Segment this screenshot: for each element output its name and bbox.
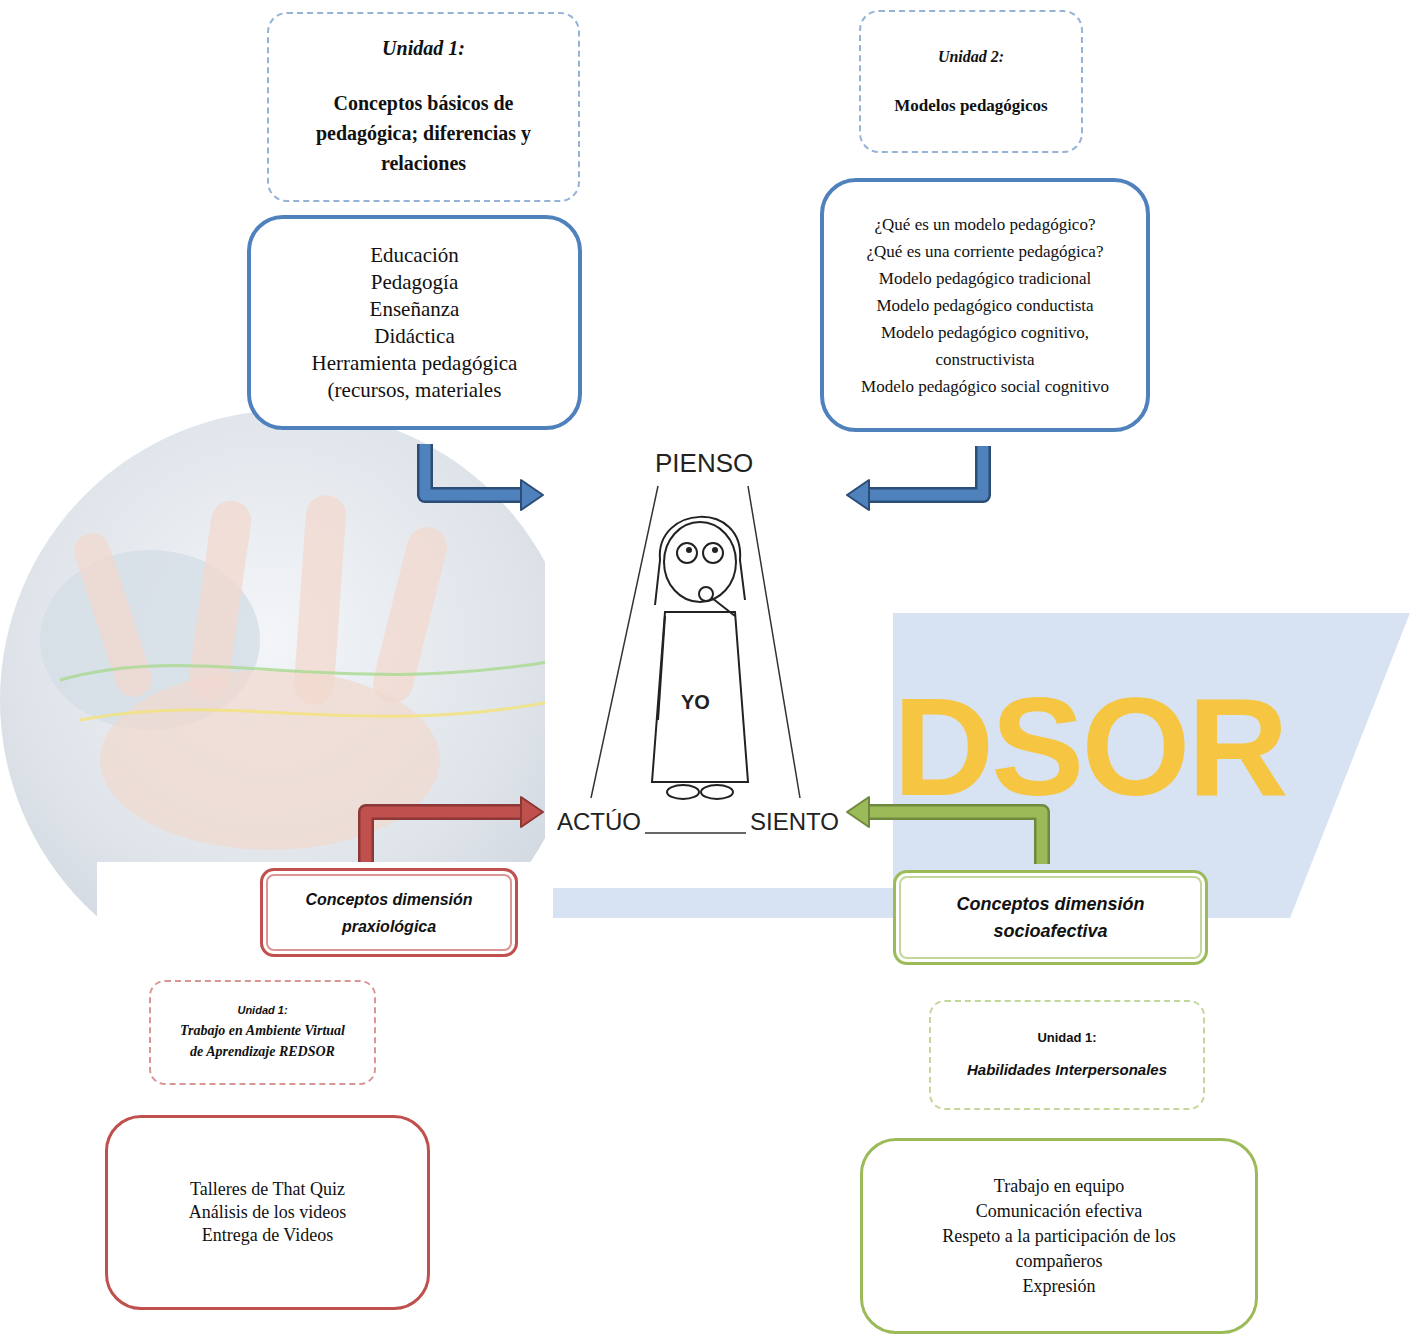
concept-box: Talleres de That QuizAnálisis de los vid… (105, 1115, 430, 1310)
topic-item: Modelo pedagógico conductista (876, 292, 1093, 319)
arrow-body (867, 446, 983, 495)
activity-item: Análisis de los videos (189, 1201, 347, 1224)
activity-item: Talleres de That Quiz (190, 1178, 345, 1201)
unit-title: Conceptos básicos de pedagógica; diferen… (281, 88, 566, 178)
concept-box: Unidad 1: Conceptos básicos de pedagógica… (267, 12, 580, 202)
arrow-outline (867, 446, 983, 495)
topic-item: Educación (370, 242, 459, 269)
topic-item: ¿Qué es una corriente pedagógica? (867, 238, 1104, 265)
light-streak (60, 660, 560, 680)
unit-heading: Unidad 2: (938, 48, 1004, 66)
shirt-word: YO (681, 690, 710, 714)
topic-item: Pedagogía (371, 269, 458, 296)
arrow-outline (867, 812, 1042, 864)
figure-node: PIENSO YO ACTÚO SIENTO (545, 440, 845, 860)
topic-item: Modelo pedagógico cognitivo, constructiv… (840, 319, 1130, 373)
concept-box: Trabajo en equipoComunicación efectivaRe… (860, 1138, 1258, 1334)
frame-line (645, 832, 746, 834)
arrow-outline (366, 812, 523, 862)
skill-item: Trabajo en equipo (994, 1174, 1124, 1199)
concept-box: Conceptos dimensión socioafectiva (893, 870, 1208, 965)
figure-word: ACTÚO (557, 808, 641, 837)
block-arrow (366, 797, 543, 862)
arrow-body (366, 812, 523, 862)
figure-ground (545, 440, 850, 860)
unit-title: Habilidades Interpersonales (967, 1059, 1167, 1081)
concept-box: Unidad 2: Modelos pedagógicos (859, 10, 1083, 153)
unit-heading: Unidad 1: (237, 1004, 287, 1016)
topic-item: ¿Qué es un modelo pedagógico? (875, 211, 1096, 238)
unit-title: Trabajo en Ambiente Virtual de Aprendiza… (179, 1020, 346, 1062)
dimension-title: Conceptos dimensión socioafectiva (910, 891, 1191, 945)
topic-item: Herramienta pedagógica (recursos, materi… (269, 350, 560, 404)
block-arrow (425, 444, 543, 510)
pupil (686, 547, 692, 553)
arrow-head (521, 480, 543, 510)
pupil (712, 547, 718, 553)
logo-watermark: DSOR (893, 677, 1285, 817)
arm (658, 616, 665, 720)
figure-word: PIENSO (655, 448, 753, 479)
concept-box: Unidad 1: Trabajo en Ambiente Virtual de … (149, 980, 376, 1085)
concept-box: Unidad 1: Habilidades Interpersonales (929, 1000, 1205, 1110)
hand-globe-picture (0, 400, 600, 1000)
topic-item: Didáctica (374, 323, 454, 350)
topic-item: Modelo pedagógico social cognitivo (861, 373, 1109, 400)
topic-item: Enseñanza (370, 296, 460, 323)
concept-box: ¿Qué es un modelo pedagógico?¿Qué es una… (820, 178, 1150, 432)
finger (369, 523, 451, 707)
figure-word: SIENTO (750, 808, 839, 837)
arrow-head (521, 797, 543, 827)
arrow-outline (425, 444, 523, 495)
arrow-body (867, 812, 1042, 864)
light-streak (80, 700, 560, 720)
eye (677, 543, 697, 563)
skill-item: Comunicación efectiva (976, 1199, 1142, 1224)
dimension-title: Conceptos dimensión praxiológica (277, 886, 501, 940)
dress (652, 612, 748, 782)
palm (100, 670, 440, 850)
hair (655, 517, 745, 605)
unit-title: Modelos pedagógicos (894, 96, 1047, 116)
arrow-head (847, 480, 869, 510)
eye (703, 543, 723, 563)
hand (699, 587, 713, 601)
thinking-girl-illustration (545, 440, 850, 860)
frame-line (748, 486, 800, 798)
unit-heading: Unidad 1: (382, 37, 465, 60)
concept-box: EducaciónPedagogíaEnseñanzaDidácticaHerr… (247, 215, 582, 430)
foot (701, 785, 733, 799)
arrow-body (425, 444, 523, 495)
arm (712, 598, 735, 616)
arrow-head (847, 797, 869, 827)
white-cut (845, 860, 893, 888)
foot (667, 785, 699, 799)
head (664, 522, 736, 602)
picture-ground (0, 400, 600, 1000)
activity-item: Entrega de Videos (202, 1224, 334, 1247)
skill-item: Expresión (1023, 1274, 1096, 1299)
unit-heading: Unidad 1: (1037, 1030, 1096, 1045)
frame-line (591, 486, 658, 798)
topic-item: Modelo pedagógico tradicional (879, 265, 1091, 292)
block-arrow (847, 446, 983, 510)
concept-box: Conceptos dimensión praxiológica (260, 868, 518, 957)
skill-item: Respeto a la participación de los compañ… (905, 1224, 1213, 1274)
